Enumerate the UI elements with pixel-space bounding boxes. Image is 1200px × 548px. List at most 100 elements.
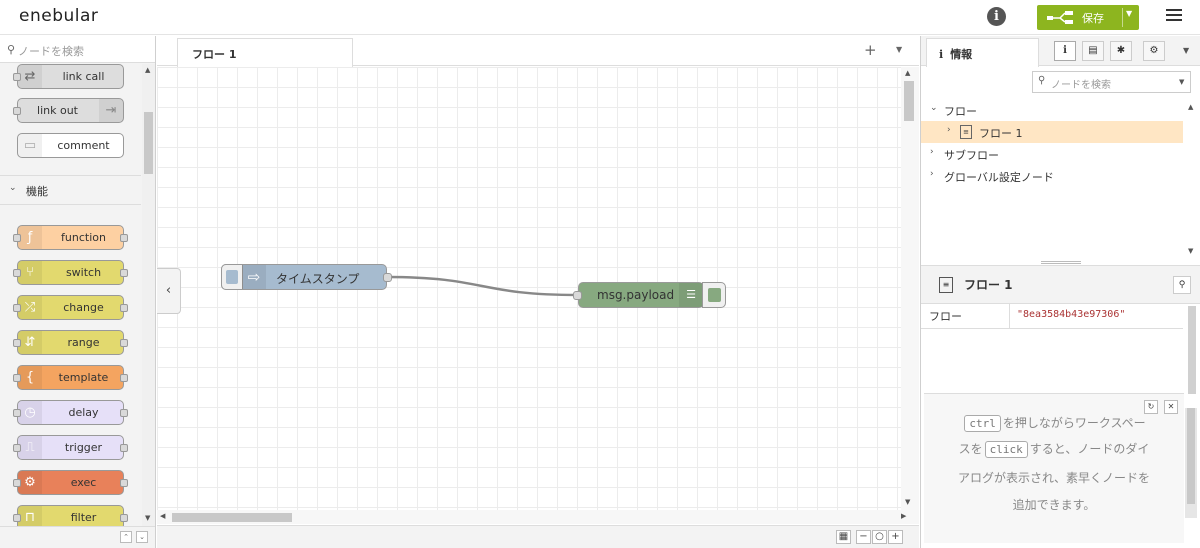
flow-canvas[interactable]: ⇨ タイムスタンプ msg.payload ☰ <box>157 67 901 510</box>
palette-node-link-out[interactable]: link out ⇥ <box>13 98 124 123</box>
scroll-up-icon[interactable]: ▲ <box>905 69 911 77</box>
workspace-vertical-scrollbar[interactable]: ▲ ▼ <box>901 67 919 510</box>
palette-search-input[interactable]: ノードを検索 <box>18 45 84 58</box>
zoom-in-icon[interactable]: + <box>888 530 903 544</box>
info-icon[interactable]: i <box>987 7 1006 26</box>
palette-scrollbar[interactable]: ▲ ▼ <box>142 64 155 526</box>
tree-item-subflows[interactable]: › サブフロー <box>921 143 1183 165</box>
workspace-horizontal-scrollbar[interactable]: ◀ ▶ <box>157 510 919 524</box>
tree-item-label: グローバル設定ノード <box>944 171 1054 184</box>
switch-icon: ⑂ <box>18 261 42 284</box>
refresh-icon[interactable]: ↻ <box>1144 400 1158 414</box>
palette-node-range[interactable]: ⇵range <box>13 330 128 355</box>
expand-all-icon[interactable]: ⌃ <box>120 531 132 543</box>
sidebar-search[interactable]: ⚲ ノードを検索 ▼ <box>1032 71 1191 93</box>
scroll-thumb[interactable] <box>904 81 914 121</box>
add-tab-icon[interactable]: + <box>864 41 877 59</box>
help-scrollbar[interactable] <box>1185 408 1197 518</box>
palette-footer: ⌃ ⌄ <box>0 526 155 548</box>
panel-splitter[interactable] <box>1041 261 1081 264</box>
scroll-down-icon[interactable]: ▼ <box>145 514 151 522</box>
gear-icon[interactable]: ⚙ <box>1143 41 1165 61</box>
zoom-out-icon[interactable]: − <box>856 530 871 544</box>
flow-node-inject[interactable]: ⇨ タイムスタンプ <box>221 264 392 290</box>
palette-node-change[interactable]: ⤮change <box>13 295 128 320</box>
palette-node-exec[interactable]: ⚙exec <box>13 470 128 495</box>
inject-button[interactable] <box>221 264 243 290</box>
palette-node-label: function <box>61 231 106 244</box>
tab-info[interactable]: i 情報 <box>926 38 1039 67</box>
palette-node-function[interactable]: ƒ function <box>13 225 128 250</box>
debug-toggle-button[interactable] <box>702 282 726 308</box>
scroll-up-icon[interactable]: ▲ <box>1188 103 1194 111</box>
help-line-3: アログが表示され、素早くノードを <box>957 471 1151 485</box>
scroll-thumb[interactable] <box>144 112 153 174</box>
scroll-down-icon[interactable]: ▼ <box>1188 247 1194 255</box>
scroll-down-icon[interactable]: ▼ <box>905 498 911 506</box>
tree-item-global-config[interactable]: › グローバル設定ノード <box>921 165 1183 187</box>
properties-header: ≡ フロー 1 ⚲ <box>921 266 1200 304</box>
palette-node-comment[interactable]: ▭ comment <box>17 133 124 158</box>
scroll-thumb[interactable] <box>1188 306 1196 394</box>
search-icon[interactable]: ⚲ <box>1173 276 1191 294</box>
save-label: 保存 <box>1082 12 1104 25</box>
flow-node-label: タイムスタンプ <box>276 272 360 286</box>
input-port[interactable] <box>573 291 582 300</box>
input-port <box>13 107 21 115</box>
chevron-right-icon: › <box>947 125 951 135</box>
input-port <box>13 339 21 347</box>
help-text: すると、ノードのダイ <box>1029 442 1150 456</box>
book-icon[interactable]: ▤ <box>1082 41 1104 61</box>
palette-node-label: change <box>63 301 104 314</box>
kbd-ctrl: ctrl <box>964 415 1001 432</box>
chevron-down-icon[interactable]: ▼ <box>1179 78 1185 86</box>
hamburger-icon[interactable] <box>1166 9 1182 23</box>
palette-node-label: trigger <box>64 441 103 454</box>
scroll-up-icon[interactable]: ▲ <box>145 66 151 74</box>
chevron-down-icon[interactable]: ▼ <box>1183 46 1190 55</box>
info-icon[interactable]: i <box>1054 41 1076 61</box>
sidebar-search-input[interactable]: ノードを検索 <box>1051 80 1111 91</box>
close-icon[interactable]: ✕ <box>1164 400 1178 414</box>
palette-node-trigger[interactable]: ⎍trigger <box>13 435 128 460</box>
palette-node-switch[interactable]: ⑂switch <box>13 260 128 285</box>
input-port <box>13 269 21 277</box>
exec-icon: ⚙ <box>18 471 42 494</box>
tree-scrollbar[interactable]: ▲ ▼ <box>1186 103 1198 263</box>
properties-title: フロー 1 <box>964 278 1013 292</box>
delay-icon: ◷ <box>18 401 42 424</box>
palette-node-label: link out <box>37 104 78 117</box>
collapse-all-icon[interactable]: ⌄ <box>136 531 148 543</box>
chevron-down-icon[interactable]: ▼ <box>896 45 903 54</box>
function-icon: ƒ <box>18 226 42 249</box>
palette-node-delay[interactable]: ◷delay <box>13 400 128 425</box>
palette-search[interactable]: ⚲ ノードを検索 <box>0 36 155 63</box>
palette-node-link-call[interactable]: ⇄ link call <box>13 64 124 89</box>
wire <box>385 275 579 297</box>
bug-icon[interactable]: ✱ <box>1110 41 1132 61</box>
scroll-right-icon[interactable]: ▶ <box>901 512 907 520</box>
chevron-left-icon[interactable]: ‹ <box>157 268 181 314</box>
category-header[interactable]: ⌄ 機能 <box>0 175 141 205</box>
properties-scrollbar[interactable] <box>1186 306 1198 394</box>
save-button[interactable]: 保存 ▼ <box>1037 5 1139 30</box>
tab-flow-1[interactable]: フロー 1 <box>177 38 353 67</box>
zoom-reset-icon[interactable]: ○ <box>872 530 887 544</box>
tree-item-flows[interactable]: ⌄ フロー <box>921 99 1183 121</box>
output-port[interactable] <box>383 273 392 282</box>
scroll-thumb[interactable] <box>1187 408 1195 504</box>
app-logo: enebular <box>19 6 99 26</box>
chevron-down-icon[interactable]: ▼ <box>1126 9 1133 18</box>
tree-item-flow-1[interactable]: › ≡ フロー 1 <box>921 121 1183 143</box>
tree-item-label: フロー 1 <box>979 127 1023 140</box>
navigator-icon[interactable]: ▦ <box>836 530 851 544</box>
property-row: フロー "8ea3584b43e97306" <box>921 304 1183 329</box>
scroll-left-icon[interactable]: ◀ <box>160 512 166 520</box>
palette-node-filter[interactable]: ⊓filter <box>13 505 128 526</box>
output-port <box>120 304 128 312</box>
output-port <box>120 409 128 417</box>
flow-node-debug[interactable]: msg.payload ☰ <box>573 282 726 308</box>
scroll-thumb[interactable] <box>172 513 292 522</box>
palette-node-template[interactable]: {template <box>13 365 128 390</box>
